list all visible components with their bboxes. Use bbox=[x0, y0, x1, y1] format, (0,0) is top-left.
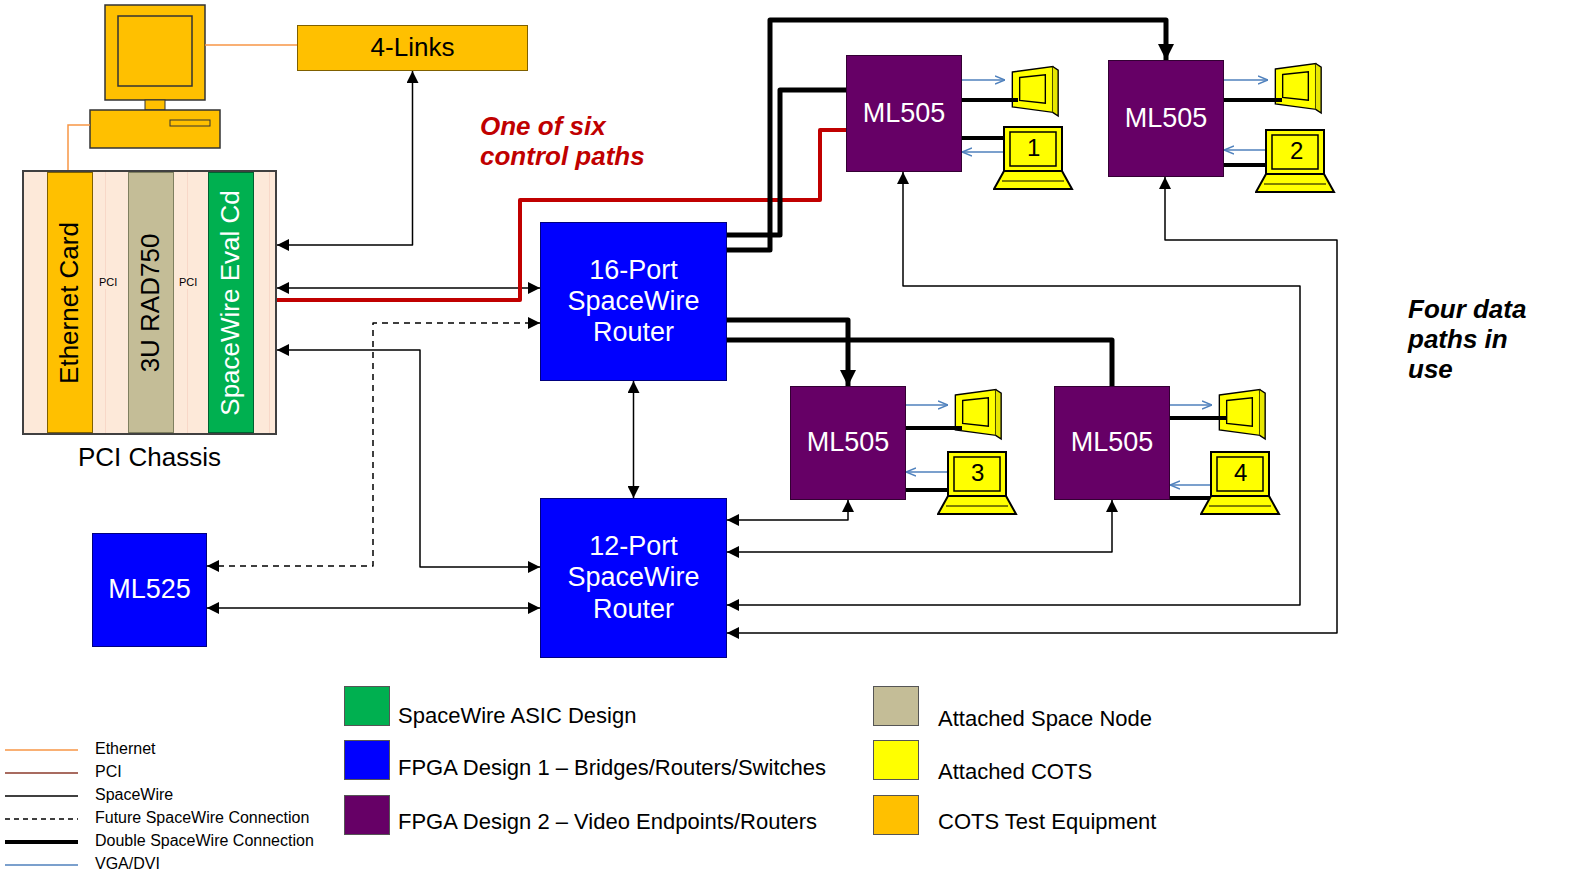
video-endpoint-box: ML505 bbox=[790, 386, 906, 500]
bus-label: PCI bbox=[98, 276, 118, 289]
callout-note: Four data paths in use bbox=[1408, 295, 1558, 385]
spacewire-link bbox=[277, 350, 540, 567]
data-path bbox=[727, 340, 1112, 386]
node-label: 12-Port SpaceWire Router bbox=[541, 531, 726, 624]
legend-swatch bbox=[344, 740, 390, 780]
legend-text: SpaceWire ASIC Design bbox=[398, 703, 636, 729]
callout-note: One of six control paths bbox=[480, 112, 695, 172]
legend-swatch bbox=[344, 686, 390, 726]
node-label: SpaceWire Eval Cd bbox=[216, 190, 246, 415]
spacewire-link bbox=[727, 500, 1112, 552]
node-label: ML525 bbox=[102, 574, 197, 605]
legend-swatch bbox=[873, 686, 919, 726]
callout-number: 3 bbox=[971, 459, 984, 487]
data-path bbox=[727, 320, 848, 386]
spacewire-eval-card: SpaceWire Eval Cd bbox=[208, 172, 254, 433]
spacewire-link bbox=[633, 381, 635, 498]
spacewire-link bbox=[207, 607, 540, 609]
callout-number: 2 bbox=[1290, 137, 1303, 165]
node-label: ML505 bbox=[801, 427, 896, 458]
ethernet-card: Ethernet Card bbox=[47, 172, 93, 433]
node-label: 3U RAD750 bbox=[136, 233, 166, 372]
bus-label: PCI bbox=[178, 276, 198, 289]
test-equipment-box: 4-Links bbox=[297, 25, 528, 71]
node-label: ML505 bbox=[1065, 427, 1160, 458]
legend-swatch bbox=[873, 795, 919, 835]
rad750-card: 3U RAD750 bbox=[128, 172, 174, 433]
node-label: 4-Links bbox=[365, 33, 461, 63]
legend-text: Double SpaceWire Connection bbox=[95, 832, 314, 850]
legend-text: Attached COTS bbox=[938, 759, 1092, 785]
legend-text: Ethernet bbox=[95, 740, 155, 758]
spacewire-link bbox=[727, 500, 848, 520]
spacewire-link bbox=[727, 172, 1300, 605]
legend-text: SpaceWire bbox=[95, 786, 173, 804]
video-endpoint-box: ML505 bbox=[1054, 386, 1170, 500]
legend-text: FPGA Design 2 – Video Endpoints/Routers bbox=[398, 809, 817, 835]
spacewire-link bbox=[727, 177, 1337, 633]
node-label: ML505 bbox=[857, 98, 952, 129]
bridge-box: ML525 bbox=[92, 533, 207, 647]
legend-text: FPGA Design 1 – Bridges/Routers/Switches bbox=[398, 755, 826, 781]
legend-swatch bbox=[873, 740, 919, 780]
legend-text: VGA/DVI bbox=[95, 855, 160, 873]
legend-swatch bbox=[344, 795, 390, 835]
legend-text: COTS Test Equipment bbox=[938, 809, 1156, 835]
spacewire-link bbox=[277, 287, 540, 289]
callout-number: 1 bbox=[1027, 134, 1040, 162]
video-endpoint-box: ML505 bbox=[846, 55, 962, 172]
router-box: 16-Port SpaceWire Router bbox=[540, 222, 727, 381]
router-box: 12-Port SpaceWire Router bbox=[540, 498, 727, 658]
spacewire-link bbox=[277, 71, 413, 245]
node-label: PCI Chassis bbox=[24, 443, 275, 473]
data-path bbox=[727, 20, 1166, 250]
callout-number: 4 bbox=[1234, 459, 1247, 487]
node-label: Ethernet Card bbox=[55, 222, 85, 384]
node-label: ML505 bbox=[1119, 103, 1214, 134]
legend-text: PCI bbox=[95, 763, 122, 781]
data-path bbox=[727, 90, 846, 235]
pci-chassis: PCI ChassisEthernet Card3U RAD750SpaceWi… bbox=[22, 170, 277, 435]
legend-text: Future SpaceWire Connection bbox=[95, 809, 309, 827]
video-endpoint-box: ML505 bbox=[1108, 60, 1224, 177]
node-label: 16-Port SpaceWire Router bbox=[541, 255, 726, 348]
legend-text: Attached Space Node bbox=[938, 706, 1152, 732]
